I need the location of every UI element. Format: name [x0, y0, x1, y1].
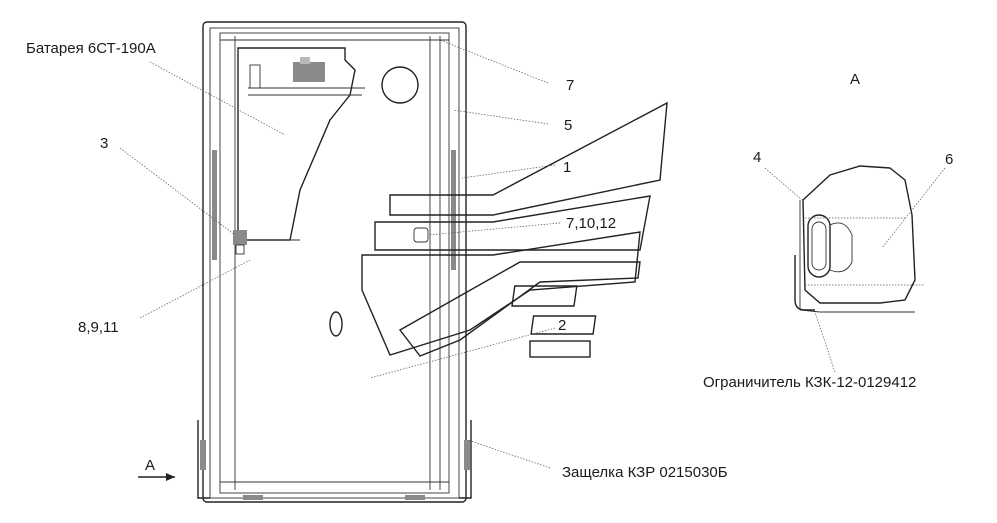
latch-bracket — [413, 227, 429, 243]
emblem-stripe-1 — [389, 101, 668, 216]
profile-flange — [799, 200, 915, 313]
leader-8-9-11 — [139, 259, 251, 319]
seal-loop-inner — [811, 221, 827, 271]
emblem-stripe-4 — [398, 261, 641, 357]
leader-battery — [149, 61, 286, 136]
fastener-nut — [235, 244, 245, 255]
foot-right — [405, 495, 425, 500]
leader-4 — [764, 167, 803, 201]
label-limiter: Ограничитель КЗК-12-0129412 — [703, 374, 916, 391]
leader-latch — [467, 439, 551, 469]
shelf-support — [249, 64, 261, 89]
latch-left — [197, 420, 210, 499]
battery-terminal — [300, 57, 310, 64]
emblem-stripe-2 — [374, 195, 651, 251]
emblem-block-1 — [511, 285, 578, 307]
leader-5 — [452, 109, 549, 125]
label-view-a-title: А — [850, 71, 860, 88]
label-battery: Батарея 6СТ-190А — [26, 40, 156, 57]
seal-loop-outer — [807, 214, 831, 278]
leader-lines — [119, 39, 946, 469]
foot-left — [243, 495, 263, 500]
emblem-stripes — [361, 101, 668, 358]
battery-compartment — [233, 47, 419, 255]
latch-left-body — [200, 440, 206, 470]
door-frame-inner — [209, 27, 460, 499]
arrow-head-icon — [166, 473, 175, 481]
leader-6 — [881, 167, 946, 249]
emblem-block-2 — [530, 315, 597, 335]
label-2: 2 — [558, 317, 566, 334]
profile-outer — [802, 165, 916, 304]
door-cabinet — [197, 21, 472, 503]
label-3: 3 — [100, 135, 108, 152]
label-1: 1 — [563, 159, 571, 176]
seal-lip — [829, 222, 853, 273]
label-latch: Защелка КЗР 0215030Б — [562, 464, 728, 481]
leader-3 — [119, 147, 236, 236]
emblem-block-3 — [529, 340, 591, 358]
label-7: 7 — [566, 77, 574, 94]
label-7-10-12: 7,10,12 — [566, 215, 616, 232]
door-panel — [219, 32, 450, 494]
hinge-strip-right — [451, 150, 456, 270]
latch-right — [459, 420, 472, 499]
label-6: 6 — [945, 151, 953, 168]
door-outer-frame — [202, 21, 467, 503]
vent-hole — [381, 66, 419, 104]
leader-limiter — [814, 311, 836, 373]
label-view-arrow: А — [145, 457, 155, 474]
label-4: 4 — [753, 149, 761, 166]
hinge-strip-left — [212, 150, 217, 260]
label-8-9-11: 8,9,11 — [78, 319, 119, 336]
limiter-strip — [794, 255, 815, 311]
detail-view-a — [794, 165, 925, 313]
leader-7-10-12 — [427, 222, 561, 236]
door-lock-slot — [329, 311, 343, 337]
latch-right-body — [464, 440, 470, 470]
battery-terminal-block — [293, 62, 325, 82]
fastener-block — [233, 230, 247, 245]
view-arrow-a — [138, 473, 175, 481]
leader-2 — [369, 327, 556, 379]
leader-7 — [439, 39, 549, 84]
leader-1 — [461, 164, 556, 179]
callout-labels: Батарея 6СТ-190А 3 8,9,11 7 5 1 7,10,12 … — [26, 40, 953, 481]
label-5: 5 — [564, 117, 572, 134]
